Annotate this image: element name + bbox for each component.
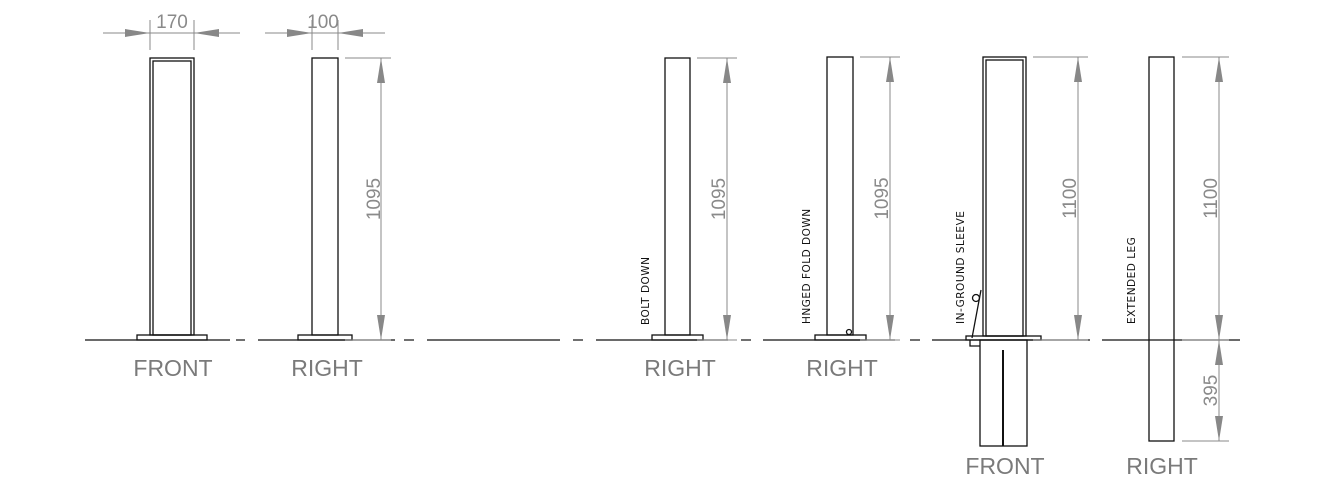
dim-text: 1100 [1060, 178, 1081, 219]
view-label: RIGHT [644, 355, 716, 381]
dim-text: 1095 [709, 178, 730, 220]
post-in-ground-sleeve [965, 56, 1042, 447]
view-label: FRONT [965, 453, 1044, 479]
view-label: RIGHT [1126, 453, 1198, 479]
hinge-bolt-icon [845, 328, 853, 336]
post-right-2 [297, 57, 353, 341]
variant-note: EXTENDED LEG [1126, 237, 1138, 324]
dim-height-2: 1095 [697, 57, 737, 341]
dim-text: 100 [307, 12, 339, 33]
dim-height-1: 1095 [345, 57, 391, 341]
dim-height-5: 1100 [1182, 56, 1229, 341]
lock-pin-icon [971, 293, 981, 303]
view-label: RIGHT [291, 355, 363, 381]
dim-text: 1095 [872, 177, 893, 219]
post-front-1 [136, 57, 208, 341]
post-hinged-fold-down [814, 56, 867, 341]
dim-right-width: 100 [265, 12, 385, 50]
dim-height-4: 1100 [1033, 56, 1088, 341]
variant-note: BOLT DOWN [640, 256, 652, 325]
variant-note: IN-GROUND SLEEVE [955, 211, 967, 324]
dim-text: 1100 [1201, 178, 1222, 219]
view-label: RIGHT [806, 355, 878, 381]
dim-text: 1095 [364, 178, 385, 220]
dim-extended-depth: 395 [1182, 339, 1229, 442]
dim-height-3: 1095 [860, 56, 900, 341]
variant-note: HNGED FOLD DOWN [801, 208, 813, 324]
dim-text: 395 [1201, 375, 1222, 407]
post-extended-leg [1148, 56, 1175, 442]
dim-text: 170 [156, 12, 188, 33]
post-bolt-down [651, 57, 704, 341]
view-label: FRONT [133, 355, 212, 381]
dim-front-width: 170 [103, 12, 240, 50]
